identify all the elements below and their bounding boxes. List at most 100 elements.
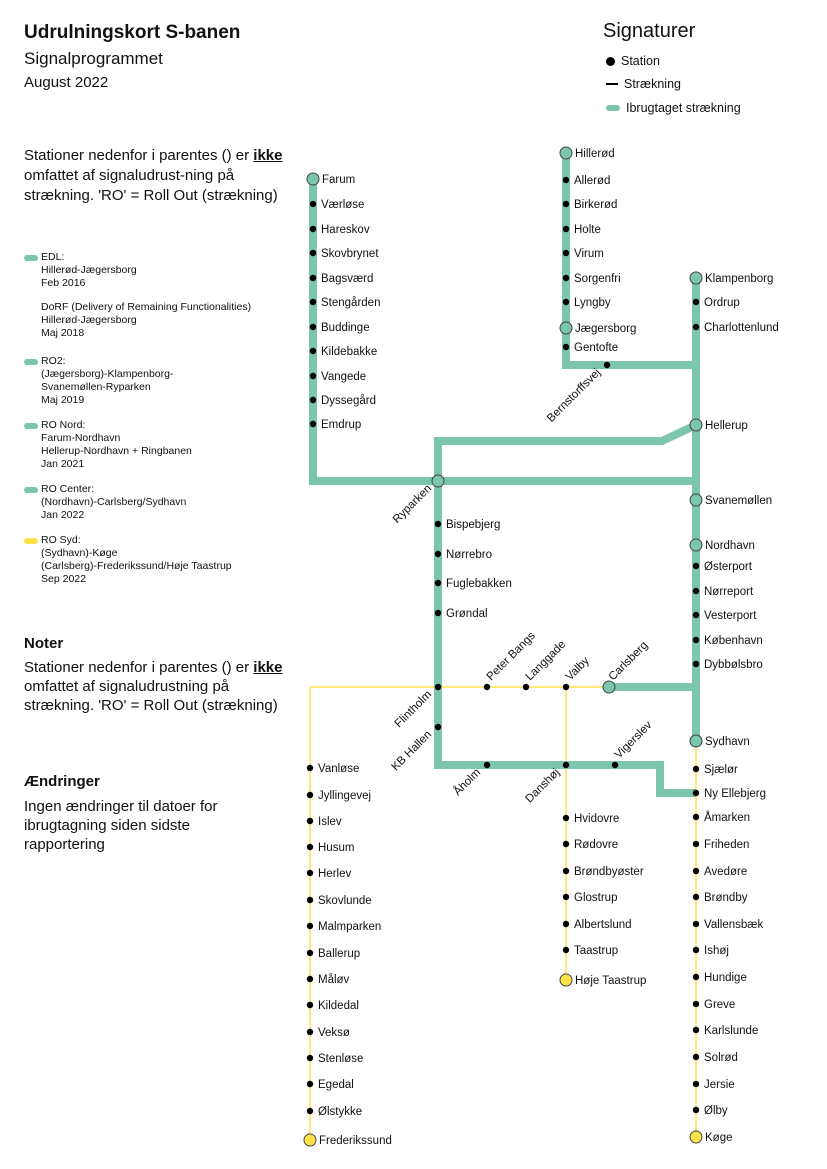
station-marker-fuglebakken [434,579,442,587]
station-marker-ølstykke [306,1107,314,1115]
station-label-valby: Valby [564,655,592,683]
commissioned-line-ringbanen [434,421,698,797]
station-label-dyssegård: Dyssegård [321,395,376,407]
station-label-egedal: Egedal [318,1079,354,1091]
legend-station: Station [606,54,660,68]
station-marker-friheden [692,840,700,848]
station-marker-jægersborg [559,321,573,335]
phase-line: Farum-Nordhavn [41,432,121,444]
page-title: Udrulningskort S-banen [24,22,241,43]
station-label-vallensbæk: Vallensbæk [704,919,763,931]
station-marker-svanemøllen [689,493,703,507]
phase-item: RO Syd:(Sydhavn)-Køge(Carlsberg)-Frederi… [24,534,232,586]
station-label-rødovre: Rødovre [574,839,618,851]
notes-heading: Noter [24,635,64,652]
station-marker-jyllingevej [306,791,314,799]
station-marker-sorgenfri [562,274,570,282]
station-label-kb-hallen: KB Hallen [389,729,434,774]
station-marker-køge [689,1130,703,1144]
station-marker-sjælør [692,765,700,773]
station-marker-egedal [306,1080,314,1088]
station-label-vanløse: Vanløse [318,763,359,775]
station-marker-vanløse [306,764,314,772]
station-marker-måløv [306,975,314,983]
station-marker-stengården [309,298,317,306]
station-label-taastrup: Taastrup [574,945,618,957]
station-marker-ryparken [431,474,445,488]
station-marker-sydhavn [689,734,703,748]
station-marker-danshøj [562,761,570,769]
station-label-avedøre: Avedøre [704,866,747,878]
station-marker-kb-hallen [434,723,442,731]
station-marker-skovlunde [306,896,314,904]
station-marker-vallensbæk [692,920,700,928]
station-marker-vesterport [692,611,700,619]
phase-line: Maj 2018 [41,327,85,339]
station-marker-høje-taastrup [559,973,573,987]
station-marker-holte [562,225,570,233]
phase-line: Sep 2022 [41,573,86,585]
station-label-kildebakke: Kildebakke [321,346,377,358]
phase-color-icon [24,254,38,261]
changes-text: Ingen ændringer til datoer for ibrugtagn… [24,798,218,853]
station-label-solrød: Solrød [704,1052,738,1064]
station-label-karlslunde: Karlslunde [704,1025,758,1037]
station-label-malmparken: Malmparken [318,921,381,933]
station-label-flintholm: Flintholm [393,689,434,730]
legend-label: Ibrugtaget strækning [626,101,741,115]
station-label-østerport: Østerport [704,561,753,573]
station-marker-frederikssund [303,1133,317,1147]
station-label-farum: Farum [322,174,355,186]
station-label-vangede: Vangede [321,371,366,383]
changes-heading: Ændringer [24,773,100,790]
station-label-emdrup: Emdrup [321,419,361,431]
legend-commissioned: Ibrugtaget strækning [606,101,741,115]
phase-item: RO2:(Jægersborg)-Klampenborg-Svanemøllen… [24,355,174,407]
station-label-hellerup: Hellerup [705,420,748,432]
station-marker-vangede [309,372,317,380]
station-label-jyllingevej: Jyllingevej [318,790,371,802]
station-label-hillerød: Hillerød [575,148,615,160]
station-label-ølstykke: Ølstykke [318,1106,362,1118]
station-marker-nørrebro [434,550,442,558]
legend-line: Strækning [606,77,681,91]
station-marker-stenløse [306,1054,314,1062]
station-marker-hillerød [559,146,573,160]
station-label-bagsværd: Bagsværd [321,273,373,285]
station-marker-bispebjerg [434,520,442,528]
station-label-buddinge: Buddinge [321,322,370,334]
station-label-veksø: Veksø [318,1027,350,1039]
station-label-københavn: København [704,635,763,647]
station-marker-dybbølsbro [692,660,700,668]
phase-color-icon [24,486,38,493]
station-label-husum: Husum [318,842,354,854]
station-marker-hvidovre [562,814,570,822]
station-marker-herlev [306,869,314,877]
station-label-hareskov: Hareskov [321,224,370,236]
station-label-hundige: Hundige [704,972,747,984]
station-marker-bernstorffsvej [603,361,611,369]
station-label-ølby: Ølby [704,1105,728,1117]
station-label-carlsberg: Carlsberg [607,639,651,683]
phase-item: DoRF (Delivery of Remaining Functionalit… [41,301,251,340]
station-marker-københavn [692,636,700,644]
station-label-stengården: Stengården [321,297,380,309]
phase-line: (Jægersborg)-Klampenborg- [41,368,174,380]
commissioned-line-hillerod [562,153,696,369]
station-marker-jersie [692,1080,700,1088]
station-label-bernstorffsvej: Bernstorffsvej [545,367,603,425]
phase-line: Svanemøllen-Ryparken [41,381,151,393]
phase-name: RO2: [41,355,66,367]
station-marker-albertslund [562,920,570,928]
station-marker-brøndby [692,893,700,901]
station-label-greve: Greve [704,999,735,1011]
phase-name: RO Center: [41,483,95,495]
station-marker-nørreport [692,587,700,595]
station-label-nørreport: Nørreport [704,586,754,598]
phase-line: Hellerup-Nordhavn + Ringbanen [41,445,192,457]
notes-text: Stationer nedenfor i parentes () er ikke… [24,659,283,714]
station-marker-husum [306,843,314,851]
station-label-nørrebro: Nørrebro [446,549,492,561]
